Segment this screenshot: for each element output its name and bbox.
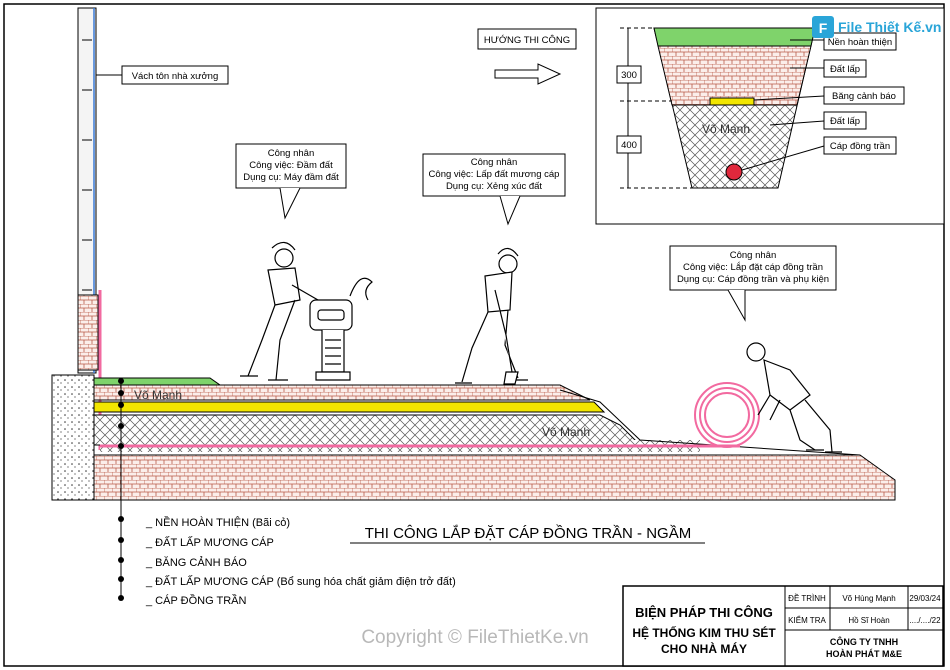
detail-label: Cáp đồng trần	[830, 141, 890, 152]
backfill-layer	[93, 384, 591, 401]
watermark-name: Võ Mạnh	[542, 425, 590, 439]
foundation-footing	[51, 374, 95, 501]
title-block-heading: BIỆN PHÁP THI CÔNG	[635, 605, 773, 620]
drawing-frame	[3, 3, 945, 667]
company-name: HOÀN PHÁT M&E	[826, 649, 902, 659]
legend-markers	[118, 378, 124, 601]
legend-item: _ ĐẤT LẤP MƯƠNG CÁP	[145, 536, 274, 549]
worker-callout-2: Công nhân Công việc: Lấp đất mương cáp D…	[422, 153, 566, 226]
svg-text:Công nhân: Công nhân	[730, 250, 776, 261]
direction-arrow-icon	[494, 63, 562, 85]
approval-name: Hồ Sĩ Hoàn	[848, 616, 889, 625]
worker-callout-1: Công nhân Công việc: Đầm đất Dụng cụ: Má…	[235, 143, 347, 220]
worker-callout-3: Công nhân Công việc: Lắp đặt cáp đồng tr…	[669, 245, 837, 322]
svg-text:Công việc: Lắp đặt cáp đồng tr: Công việc: Lắp đặt cáp đồng trần	[683, 262, 823, 273]
detail-label: Nền hoàn thiện	[828, 37, 892, 48]
approval-name: Võ Hùng Mạnh	[842, 594, 895, 603]
worker-cable-figure	[746, 342, 842, 453]
svg-text:Dụng cụ: Máy đầm đất: Dụng cụ: Máy đầm đất	[243, 172, 339, 183]
approval-date: ..../..../22	[909, 616, 941, 625]
svg-text:Công việc: Đầm đất: Công việc: Đầm đất	[249, 160, 333, 171]
legend-item: _ BĂNG CẢNH BÁO	[145, 556, 247, 569]
detail-label: Đất lấp	[830, 64, 860, 75]
company-name: CÔNG TY TNHH	[830, 636, 898, 647]
watermark-name: Võ Mạnh	[702, 122, 750, 136]
ground-layers	[93, 377, 896, 501]
approval-role: KIỂM TRA	[788, 616, 826, 625]
worker-compactor-figure	[240, 241, 373, 381]
legend: _ NỀN HOÀN THIỆN (Bãi cỏ) _ ĐẤT LẤP MƯƠN…	[145, 516, 456, 607]
svg-text:Dụng cụ: Cáp đồng trần và phụ: Dụng cụ: Cáp đồng trần và phụ kiện	[677, 274, 829, 285]
svg-text:Dụng cụ: Xẻng xúc đất: Dụng cụ: Xẻng xúc đất	[446, 181, 542, 192]
detail-label: Băng cảnh báo	[832, 91, 896, 102]
legend-item: _ ĐẤT LẤP MƯƠNG CÁP (Bổ sung hóa chất gi…	[145, 575, 456, 588]
approval-date: 29/03/24	[909, 594, 941, 603]
title-block: BIỆN PHÁP THI CÔNG HỆ THỐNG KIM THU SÉT …	[622, 585, 944, 667]
title-block-subheading: CHO NHÀ MÁY	[661, 641, 747, 656]
logo-text: File Thiết Kế.vn	[838, 19, 941, 35]
svg-text:Công nhân: Công nhân	[471, 157, 517, 168]
backfill-chemical-layer	[93, 414, 642, 446]
approval-role: ĐỀ TRÌNH	[788, 593, 826, 603]
factory-wall	[77, 7, 102, 450]
brand-logo: F File Thiết Kế.vn	[812, 16, 941, 38]
grass-finish-layer	[93, 377, 222, 386]
watermark-name: Võ Mạnh	[134, 388, 182, 402]
detail-label: Đất lấp	[830, 116, 860, 127]
cable-coil	[694, 382, 760, 448]
worker-shovel-figure	[455, 247, 528, 385]
title-block-subheading: HỆ THỐNG KIM THU SÉT	[632, 625, 776, 640]
direction-label: HƯỚNG THI CÔNG	[484, 35, 570, 46]
svg-text:Công nhân: Công nhân	[268, 148, 314, 159]
svg-text:Công việc: Lấp đất mương cáp: Công việc: Lấp đất mương cáp	[429, 169, 560, 180]
warning-tape-layer	[93, 401, 606, 413]
wall-label-text: Vách tôn nhà xưởng	[132, 71, 219, 82]
native-soil-layer	[93, 454, 896, 501]
dimension-400: 400	[621, 140, 637, 151]
legend-item: _ CÁP ĐỒNG TRẦN	[145, 594, 247, 607]
section-detail: 300 400 Võ Mạnh Nền hoàn thiện Đất lấp B…	[595, 7, 945, 225]
dimension-300: 300	[621, 70, 637, 81]
copyright-watermark: Copyright © FileThietKe.vn	[361, 627, 588, 648]
wall-label: Vách tôn nhà xưởng	[96, 65, 229, 85]
main-title: THI CÔNG LẮP ĐẶT CÁP ĐỒNG TRẦN - NGẦM	[365, 524, 691, 542]
direction-indicator: HƯỚNG THI CÔNG	[477, 28, 577, 85]
legend-item: _ NỀN HOÀN THIỆN (Bãi cỏ)	[145, 516, 290, 529]
logo-icon: F	[819, 20, 828, 36]
